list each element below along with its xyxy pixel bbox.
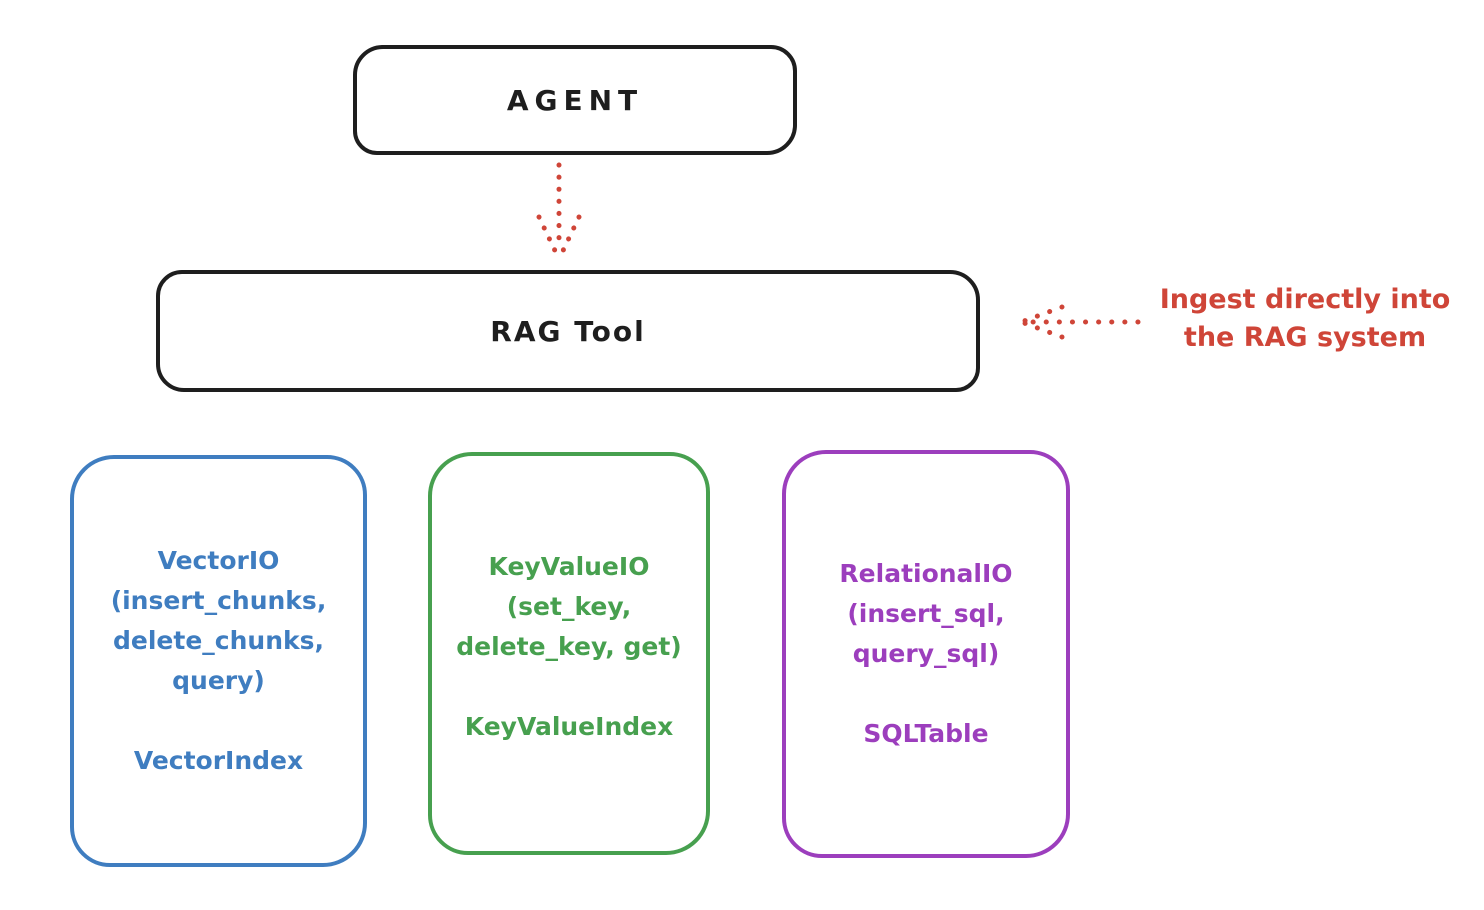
relational-io-node: RelationalIO (insert_sql, query_sql) SQL… (782, 450, 1070, 858)
agent-node: AGENT (353, 45, 797, 155)
rag-tool-node-label: RAG Tool (490, 314, 646, 348)
vector-io-methods-line3: query) (172, 666, 265, 695)
vector-io-title: VectorIO (157, 546, 280, 575)
annotation-dotted-arrow-icon (1021, 304, 1141, 340)
keyvalue-io-methods-line2: delete_key, get) (456, 632, 682, 661)
keyvalue-io-methods-line1: (set_key, (506, 592, 632, 621)
keyvalue-index-label: KeyValueIndex (464, 712, 674, 741)
agent-to-ragtool-dotted-arrow-icon (536, 162, 582, 260)
rag-tool-node: RAG Tool (156, 270, 980, 392)
keyvalue-io-title: KeyValueIO (488, 552, 650, 581)
ingest-annotation-line2: the RAG system (1183, 322, 1427, 353)
relational-io-methods-line1: (insert_sql, (847, 599, 1005, 628)
agent-node-label: AGENT (506, 83, 644, 117)
relational-io-title: RelationalIO (839, 559, 1013, 588)
sql-table-label: SQLTable (863, 719, 989, 748)
vector-io-node: VectorIO (insert_chunks, delete_chunks, … (70, 455, 367, 867)
ingest-annotation-line1: Ingest directly into (1159, 284, 1451, 315)
vector-io-methods-line2: delete_chunks, (113, 626, 324, 655)
keyvalue-io-node: KeyValueIO (set_key, delete_key, get) Ke… (428, 452, 710, 855)
ingest-annotation: Ingest directly into the RAG system (1135, 281, 1475, 357)
vector-index-label: VectorIndex (133, 746, 304, 775)
vector-io-methods-line1: (insert_chunks, (110, 586, 327, 615)
relational-io-methods-line2: query_sql) (852, 639, 1000, 668)
